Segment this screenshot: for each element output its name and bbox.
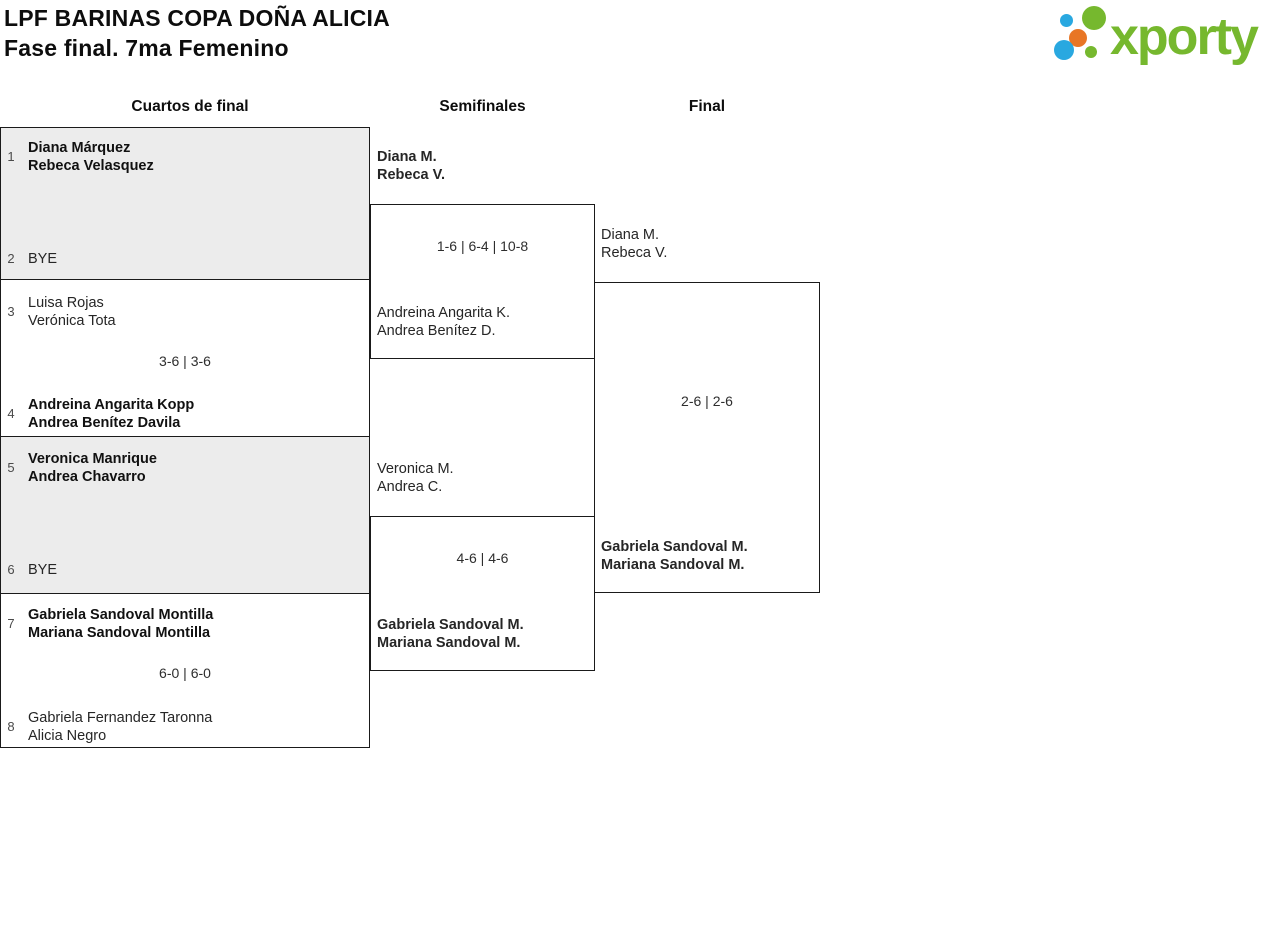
match-box-semifinal-2 xyxy=(370,516,595,671)
match-score: 4-6 | 4-6 xyxy=(456,550,509,566)
phase-subtitle: Fase final. 7ma Femenino xyxy=(4,35,289,61)
team-name: Andreina Angarita Kopp Andrea Benítez Da… xyxy=(28,397,195,431)
match-box-final xyxy=(594,282,820,593)
team-label-sf1-top: Diana M. Rebeca V. xyxy=(377,149,445,183)
match-score: 6-0 | 6-0 xyxy=(159,665,211,681)
team-slot-bottom: 2 BYE xyxy=(1,250,57,268)
team-slot-top: 5 Veronica Manrique Andrea Chavarro xyxy=(1,450,157,486)
match-box-semifinal-1 xyxy=(370,204,595,359)
round-header-final: Final xyxy=(688,98,726,115)
team-slot-top: 7 Gabriela Sandoval Montilla Mariana San… xyxy=(1,606,213,642)
round-header-quarterfinals: Cuartos de final xyxy=(131,98,249,115)
seed-number: 7 xyxy=(7,616,15,631)
team-slot-bottom: 8 Gabriela Fernandez Taronna Alicia Negr… xyxy=(1,709,212,745)
xporty-logo[interactable]: xporty xyxy=(1050,0,1280,80)
match-score: 3-6 | 3-6 xyxy=(159,353,211,369)
seed-number: 3 xyxy=(7,304,15,319)
logo-dot-icon xyxy=(1082,6,1106,30)
logo-dot-icon xyxy=(1060,14,1073,27)
team-slot-top: 1 Diana Márquez Rebeca Velasquez xyxy=(1,139,154,175)
match-box-quarterfinal-3: 5 Veronica Manrique Andrea Chavarro 6 BY… xyxy=(0,437,370,594)
team-label-sf2-bottom: Gabriela Sandoval M. Mariana Sandoval M. xyxy=(377,617,524,651)
round-header-semifinals: Semifinales xyxy=(439,98,526,115)
match-score: 1-6 | 6-4 | 10-8 xyxy=(436,238,529,254)
seed-number: 6 xyxy=(7,562,15,577)
team-name: Gabriela Sandoval Montilla Mariana Sando… xyxy=(28,607,214,641)
team-name: Diana Márquez Rebeca Velasquez xyxy=(28,140,154,174)
team-name: Gabriela Fernandez Taronna Alicia Negro xyxy=(28,710,213,744)
team-label-final-bottom: Gabriela Sandoval M. Mariana Sandoval M. xyxy=(601,539,748,573)
seed-number: 2 xyxy=(7,251,15,266)
team-slot-bottom: 4 Andreina Angarita Kopp Andrea Benítez … xyxy=(1,396,194,432)
logo-wordmark: xporty xyxy=(1110,8,1259,66)
logo-dot-icon xyxy=(1054,40,1074,60)
match-box-quarterfinal-4: 7 Gabriela Sandoval Montilla Mariana San… xyxy=(0,594,370,748)
team-name: Luisa Rojas Verónica Tota xyxy=(28,295,116,329)
match-score: 2-6 | 2-6 xyxy=(681,393,733,409)
seed-number: 4 xyxy=(7,406,15,421)
seed-number: 5 xyxy=(7,460,15,475)
team-name: BYE xyxy=(28,562,58,578)
team-name: Veronica Manrique Andrea Chavarro xyxy=(28,451,157,485)
team-label-sf1-bottom: Andreina Angarita K. Andrea Benítez D. xyxy=(377,305,511,339)
team-slot-bottom: 6 BYE xyxy=(1,561,57,579)
logo-dot-icon xyxy=(1085,46,1097,58)
tournament-title: LPF BARINAS COPA DOÑA ALICIA xyxy=(4,5,390,31)
seed-number: 1 xyxy=(7,149,15,164)
match-box-quarterfinal-2: 3 Luisa Rojas Verónica Tota 3-6 | 3-6 4 … xyxy=(0,280,370,437)
team-slot-top: 3 Luisa Rojas Verónica Tota xyxy=(1,294,116,330)
logo-dot-icon xyxy=(1069,29,1087,47)
team-name: BYE xyxy=(28,251,58,267)
page-title: LPF BARINAS COPA DOÑA ALICIA Fase final.… xyxy=(4,3,390,63)
team-label-final-top: Diana M. Rebeca V. xyxy=(601,227,668,261)
match-box-quarterfinal-1: 1 Diana Márquez Rebeca Velasquez 2 BYE xyxy=(0,127,370,280)
seed-number: 8 xyxy=(7,719,15,734)
team-label-sf2-top: Veronica M. Andrea C. xyxy=(377,461,454,495)
